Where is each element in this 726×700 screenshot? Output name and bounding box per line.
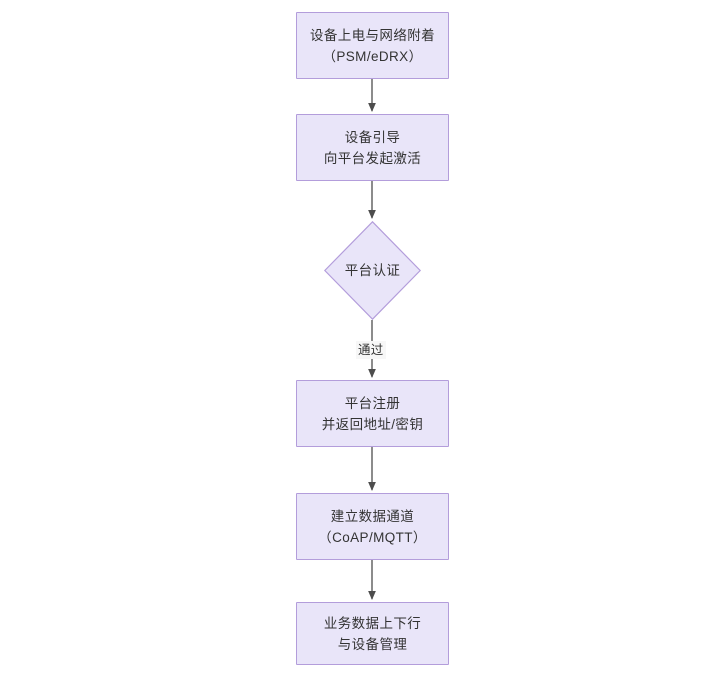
node-device-power-on[interactable]: 设备上电与网络附着 （PSM/eDRX）	[296, 12, 449, 79]
node-device-bootstrap[interactable]: 设备引导 向平台发起激活	[296, 114, 449, 181]
node-label: 建立数据通道 （CoAP/MQTT）	[318, 508, 427, 545]
node-label: 平台注册 并返回地址/密钥	[321, 395, 424, 432]
node-establish-data-channel[interactable]: 建立数据通道 （CoAP/MQTT）	[296, 493, 449, 560]
node-label: 设备上电与网络附着 （PSM/eDRX）	[309, 27, 436, 64]
node-label: 业务数据上下行 与设备管理	[323, 615, 422, 652]
edge-label-pass: 通过	[356, 341, 386, 359]
node-label: 平台认证	[344, 262, 401, 278]
diamond-shape-icon	[324, 221, 421, 320]
edge-label-text: 通过	[358, 343, 384, 357]
node-platform-register[interactable]: 平台注册 并返回地址/密钥	[296, 380, 449, 447]
node-business-data-and-device-management[interactable]: 业务数据上下行 与设备管理	[296, 602, 449, 665]
node-platform-auth-decision[interactable]: 平台认证	[324, 221, 421, 320]
node-label: 设备引导 向平台发起激活	[323, 129, 422, 166]
